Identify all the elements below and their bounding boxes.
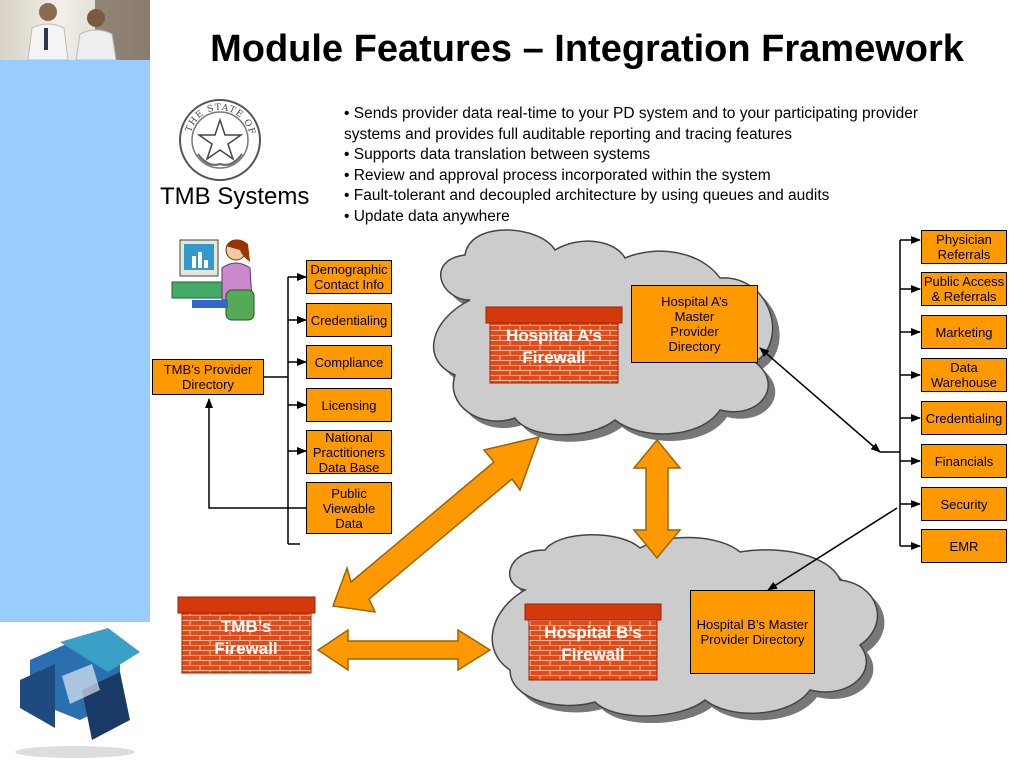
system-marketing: Marketing: [921, 315, 1007, 349]
tmb-to-hospital-a-arrow: [331, 435, 541, 613]
system-security: Security: [921, 487, 1007, 521]
feature-item: • Update data anywhere: [344, 207, 510, 225]
hospital-b-master-provider-directory: Hospital B’s Master Provider Directory: [690, 590, 815, 674]
system-physician-referrals: Physician Referrals: [921, 230, 1007, 264]
feature-item: • Supports data translation between syst…: [344, 146, 651, 163]
hospital-a-firewall: [485, 306, 623, 384]
module-public-viewable-data: Public Viewable Data: [306, 482, 392, 534]
feature-item: • Review and approval process incorporat…: [344, 166, 771, 184]
sidebar-band: [0, 60, 150, 622]
tmb-firewall-label: TMB’s Firewall: [214, 617, 278, 658]
hospital-a-master-provider-directory: Hospital A’s Master Provider Directory: [631, 285, 758, 363]
module-national-practitioners-data-base: National Practitioners Data Base: [306, 430, 392, 474]
participating-connectors: [759, 236, 921, 591]
module-demographic-contact-info: Demographic Contact Info: [306, 260, 392, 294]
system-financials: Financials: [921, 444, 1007, 478]
tmb-systems-label: TMB Systems: [160, 183, 310, 210]
header-photo: [0, 0, 150, 60]
tmb-firewall: [177, 596, 316, 674]
tmb-provider-directory: TMB’s Provider Directory: [152, 359, 264, 395]
tmb-module-connectors: [205, 273, 307, 545]
tmb-to-hospital-b-arrow: [316, 628, 492, 672]
feature-list: • Sends provider data real-time to your …: [344, 104, 944, 227]
system-emr: EMR: [921, 529, 1007, 563]
company-logo: [15, 628, 140, 758]
person-at-computer-icon: [171, 239, 255, 321]
system-credentialing: Credentialing: [921, 401, 1007, 435]
texas-seal: THE STATE OF TEXAS: [173, 91, 262, 182]
system-public-access-referrals: Public Access & Referrals: [921, 272, 1007, 306]
hospital-a-to-b-arrow: [632, 438, 682, 560]
feature-item: • Fault-tolerant and decoupled architect…: [344, 187, 830, 204]
hospital-a-firewall-label: Hospital A’s Firewall: [505, 326, 603, 367]
module-compliance: Compliance: [306, 345, 392, 379]
page-title: Module Features – Integration Framework: [210, 28, 964, 70]
system-data-warehouse: Data Warehouse: [921, 358, 1007, 392]
module-licensing: Licensing: [306, 388, 392, 422]
hospital-b-firewall-label: Hospital B’s Firewall: [544, 623, 642, 664]
feature-item: • Sends provider data real-time to your …: [344, 105, 919, 143]
module-credentialing: Credentialing: [306, 303, 392, 337]
hospital-b-firewall: [524, 603, 662, 681]
